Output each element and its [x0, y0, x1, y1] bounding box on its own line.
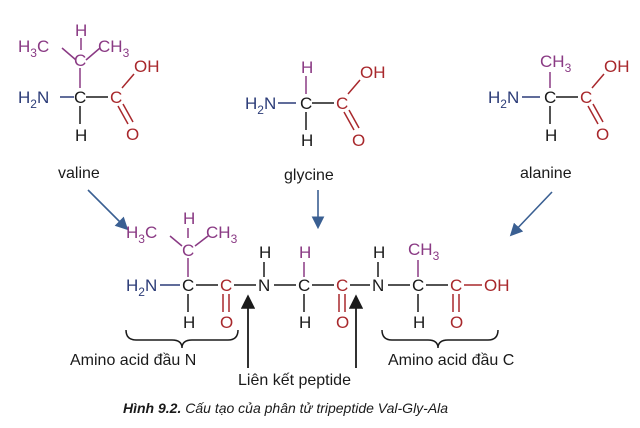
side-chain-hydrogen: H [75, 21, 87, 40]
alpha-carbon: C [74, 88, 86, 107]
n-terminal-label: Amino acid đầu N [70, 352, 196, 369]
carboxyl-carbon: C [580, 88, 592, 107]
carbonyl-oxygen: O [596, 125, 609, 144]
hydroxyl: OH [134, 57, 160, 76]
amine-group: H2N [488, 88, 519, 111]
val-side-hydrogen: H [183, 209, 195, 228]
alpha-hydrogen: H [545, 126, 557, 145]
peptide-nitrogen-1: N [258, 276, 270, 295]
ala-alpha-hydrogen: H [413, 313, 425, 332]
ala-alpha-carbon: C [412, 276, 424, 295]
alpha-hydrogen: H [301, 131, 313, 150]
n-terminal-brace [125, 329, 239, 349]
hydroxyl: OH [360, 63, 386, 82]
val-alpha-hydrogen: H [183, 313, 195, 332]
figure-caption: Hình 9.2. Cấu tạo của phân tử tripeptide… [123, 400, 448, 416]
val-carbonyl-carbon: C [220, 276, 232, 295]
gly-carbonyl-oxygen: O [336, 313, 349, 332]
val-carbonyl-oxygen: O [220, 313, 233, 332]
side-chain-carbon: C [74, 51, 86, 70]
alpha-carbon: C [300, 94, 312, 113]
ala-carbonyl-oxygen: O [450, 313, 463, 332]
methyl-left: H3C [18, 37, 49, 60]
hydroxyl: OH [604, 57, 630, 76]
carbonyl-oxygen: O [126, 125, 139, 144]
carboxyl-carbon: C [336, 94, 348, 113]
methyl-group: CH3 [540, 52, 572, 75]
val-methyl-right: CH3 [206, 223, 238, 246]
alpha-hydrogen: H [75, 126, 87, 145]
alanine-arrow [509, 191, 553, 237]
c-terminal-label: Amino acid đầu C [388, 352, 514, 369]
peptide-nh-hydrogen-2: H [373, 243, 385, 262]
ala-methyl-group: CH3 [408, 240, 440, 263]
val-methyl-left: H3C [126, 223, 157, 246]
amine-group: H2N [245, 94, 276, 117]
peptide-nitrogen-2: N [372, 276, 384, 295]
alanine-molecule: H2N C CH3 H C OH O [488, 52, 630, 145]
glycine-molecule: H2N C H H C OH O [245, 58, 386, 150]
peptide-bond-label: Liên kết peptide [238, 372, 351, 389]
valine-arrow [87, 189, 129, 231]
val-alpha-carbon: C [182, 276, 194, 295]
valine-label: valine [58, 165, 100, 182]
gly-side-hydrogen: H [299, 243, 311, 262]
side-chain-hydrogen: H [301, 58, 313, 77]
methyl-right: CH3 [98, 37, 130, 60]
alpha-carbon: C [544, 88, 556, 107]
ala-hydroxyl: OH [484, 276, 510, 295]
ala-carboxyl-carbon: C [450, 276, 462, 295]
c-terminal-brace [381, 329, 499, 349]
glycine-label: glycine [284, 167, 334, 184]
val-side-carbon: C [182, 241, 194, 260]
alanine-label: alanine [520, 165, 572, 182]
gly-carbonyl-carbon: C [336, 276, 348, 295]
gly-alpha-hydrogen: H [299, 313, 311, 332]
peptide-nh-hydrogen-1: H [259, 243, 271, 262]
valine-molecule: H2N C H C H H3C CH3 C OH O [18, 21, 160, 145]
carboxyl-carbon: C [110, 88, 122, 107]
gly-alpha-carbon: C [298, 276, 310, 295]
carbonyl-oxygen: O [352, 131, 365, 150]
amine-group: H2N [126, 276, 157, 299]
tripeptide-molecule: H2N C C H H3C CH3 H C O N H C H H C O [126, 209, 510, 332]
amine-group: H2N [18, 88, 49, 111]
